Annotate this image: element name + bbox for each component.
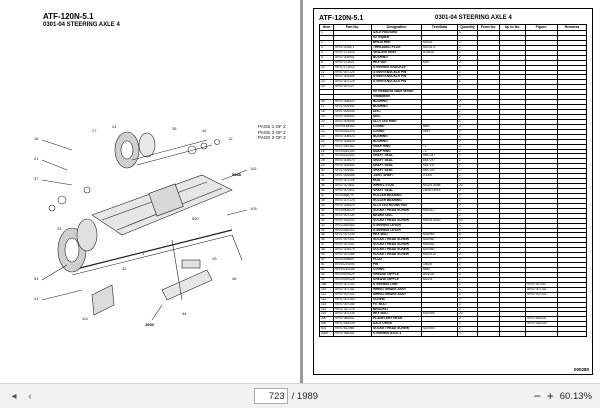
page-reference-line: PAGE 2 OF 2 — [258, 135, 286, 141]
svg-text:1: 1 — [142, 251, 145, 256]
table-cell — [421, 331, 458, 338]
column-header: Remarks — [557, 24, 587, 31]
svg-text:44: 44 — [182, 311, 187, 316]
zoom-out-icon[interactable]: − — [533, 389, 541, 403]
page-number-input[interactable]: 723 — [253, 388, 288, 404]
table-cell: 5000 — [319, 331, 334, 338]
svg-text:500: 500 — [192, 216, 199, 221]
svg-text:16: 16 — [34, 136, 39, 141]
zoom-control: − + 60.13% — [534, 389, 592, 403]
svg-text:41: 41 — [34, 296, 39, 301]
left-page-subtitle: 0301-04 STEERING AXLE 4 — [43, 22, 120, 28]
table-cell — [499, 331, 526, 338]
svg-text:105: 105 — [250, 206, 257, 211]
page-number: 000280 — [574, 367, 590, 372]
first-page-button[interactable]: ◂ — [11, 390, 17, 402]
svg-text:111: 111 — [82, 316, 89, 321]
viewer-toolbar: ◂ ‹ 723 / 1989 − + 60.13% — [0, 383, 600, 408]
callout-label: 2600 — [145, 322, 154, 327]
parts-list-title: ATF-120N-5.1 — [319, 15, 364, 22]
svg-text:33: 33 — [57, 226, 62, 231]
table-cell — [525, 331, 558, 338]
exploded-view-drawing: 16 21 37 54 41 110 105 27 24 35 45 12 33 1 500 43 4… — [34, 124, 257, 321]
page-reference-box: PAGE 1 OF 2 PAGE 2 OF 2 PAGE 2 OF 2 — [258, 124, 286, 141]
table-cell: STEERING AXLE 4 — [371, 331, 422, 338]
svg-text:45: 45 — [202, 128, 207, 133]
page-navigation: 723 / 1989 — [253, 388, 319, 404]
svg-text:43: 43 — [212, 256, 217, 261]
parts-list-frame — [313, 8, 593, 375]
svg-text:37: 37 — [34, 176, 39, 181]
right-page: ATF-120N-5.1 0301-04 STEERING AXLE 4 Ite… — [303, 0, 600, 383]
page-reference-line: PAGE 1 OF 2 — [258, 124, 286, 129]
svg-text:35: 35 — [172, 126, 177, 131]
svg-text:21: 21 — [34, 156, 39, 161]
parts-list-group: 0301-04 STEERING AXLE 4 — [435, 15, 512, 21]
table-cell — [477, 331, 500, 338]
left-page-title: ATF-120N-5.1 — [43, 12, 94, 21]
total-pages-label: / 1989 — [291, 390, 319, 402]
svg-text:54: 54 — [34, 276, 39, 281]
callout-label: 5068 — [232, 172, 241, 177]
svg-text:24: 24 — [112, 124, 117, 129]
svg-text:27: 27 — [92, 128, 97, 133]
prev-page-icon[interactable]: ‹ — [28, 390, 32, 402]
svg-text:110: 110 — [250, 166, 257, 171]
table-cell: 1 — [457, 331, 478, 338]
page-reference-line: PAGE 2 OF 2 — [258, 129, 286, 135]
table-cell: 99707065264 — [333, 331, 372, 338]
svg-text:46: 46 — [232, 276, 237, 281]
zoom-in-icon[interactable]: + — [546, 389, 554, 403]
zoom-level[interactable]: 60.13% — [559, 390, 592, 402]
table-cell — [557, 331, 587, 338]
left-page: ATF-120N-5.1 0301-04 STEERING AXLE 4 PAG… — [0, 0, 300, 383]
svg-text:12: 12 — [228, 136, 233, 141]
svg-text:42: 42 — [122, 266, 127, 271]
page-divider — [300, 0, 303, 383]
